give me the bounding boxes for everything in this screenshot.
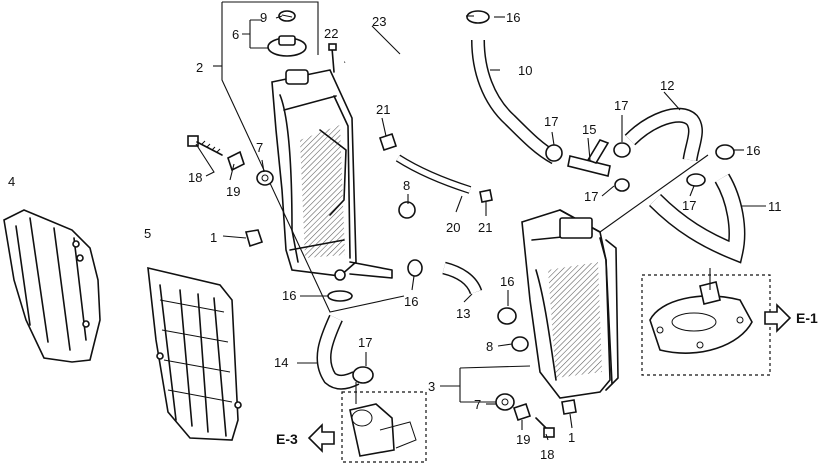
washer-19-right — [512, 402, 532, 422]
bolt-22 — [328, 43, 337, 73]
bolt-1-right — [561, 399, 577, 415]
callout-8-left: 8 — [403, 178, 410, 193]
callout-21-lower: 21 — [478, 220, 492, 235]
grommet-7-left — [256, 170, 274, 186]
callout-9: 9 — [260, 10, 267, 25]
callout-21-upper: 21 — [376, 102, 390, 117]
callout-23: 23 — [372, 14, 386, 29]
t-joint-15 — [567, 139, 611, 177]
clamp-16-bottom — [327, 290, 353, 302]
leader-lines — [195, 15, 766, 441]
callout-16-right: 16 — [746, 143, 760, 158]
grommet-8-left — [398, 201, 416, 219]
shroud-4 — [3, 209, 101, 363]
callout-7-right: 7 — [474, 397, 481, 412]
callout-labels: 2 6 9 22 23 16 10 21 7 18 19 8 20 21 1 4… — [8, 10, 782, 462]
callout-12: 12 — [660, 78, 674, 93]
grommet-7-right — [495, 393, 515, 411]
callout-11: 11 — [768, 199, 782, 214]
callout-16-lower: 16 — [500, 274, 514, 289]
clamp-17-d — [686, 173, 706, 187]
callout-7-left: 7 — [256, 140, 263, 155]
callout-1-left: 1 — [210, 230, 217, 245]
right-radiator — [521, 209, 619, 399]
ref-e3: E-3 — [276, 431, 298, 447]
cylinder-head — [649, 281, 753, 354]
callout-19-left: 19 — [226, 184, 240, 199]
clamp-17-a — [545, 144, 563, 162]
callout-19-right: 19 — [516, 432, 530, 447]
clamp-17-c — [614, 178, 630, 192]
radiator-cap — [267, 10, 307, 57]
bolt-1-left — [244, 229, 264, 248]
clamp-16-mid — [407, 259, 423, 277]
washer-19-left — [227, 150, 245, 172]
arrow-right-icon — [764, 303, 792, 333]
clamp-16-right — [715, 144, 735, 160]
callout-13: 13 — [456, 306, 470, 321]
bolt-18-left — [187, 135, 223, 156]
callout-8-right: 8 — [486, 339, 493, 354]
callout-22: 22 — [324, 26, 338, 41]
callout-4: 4 — [8, 174, 15, 189]
callout-2: 2 — [196, 60, 203, 75]
ref-e1: E-1 — [796, 310, 818, 326]
callout-18-right: 18 — [540, 447, 554, 462]
callout-17-c: 17 — [584, 189, 598, 204]
callout-6: 6 — [232, 27, 239, 42]
clamp-16-top — [466, 10, 490, 24]
clamp-17-b — [613, 142, 631, 158]
clip-21-lower — [479, 189, 493, 203]
callout-17-e: 17 — [358, 335, 372, 350]
callout-1-right: 1 — [568, 430, 575, 445]
clamp-17-e — [352, 366, 374, 384]
callout-20: 20 — [446, 220, 460, 235]
callout-17-b: 17 — [614, 98, 628, 113]
callout-17-a: 17 — [544, 114, 558, 129]
grille-5 — [147, 266, 242, 441]
clip-21-upper — [378, 132, 398, 152]
arrow-left-icon — [307, 423, 335, 453]
callout-16-mid: 16 — [404, 294, 418, 309]
callout-17-d: 17 — [682, 198, 696, 213]
callout-16-top: 16 — [506, 10, 520, 25]
callout-18-left: 18 — [188, 170, 202, 185]
callout-16-bottom: 16 — [282, 288, 296, 303]
callout-15: 15 — [582, 122, 596, 137]
clamp-16-lower — [497, 307, 517, 325]
water-pump — [349, 403, 417, 457]
callout-3: 3 — [428, 379, 435, 394]
bolt-18-right — [535, 417, 555, 438]
callout-10: 10 — [518, 63, 532, 78]
callout-5: 5 — [144, 226, 151, 241]
grommet-8-right — [511, 336, 529, 352]
left-radiator — [271, 69, 393, 281]
callout-14: 14 — [274, 355, 288, 370]
